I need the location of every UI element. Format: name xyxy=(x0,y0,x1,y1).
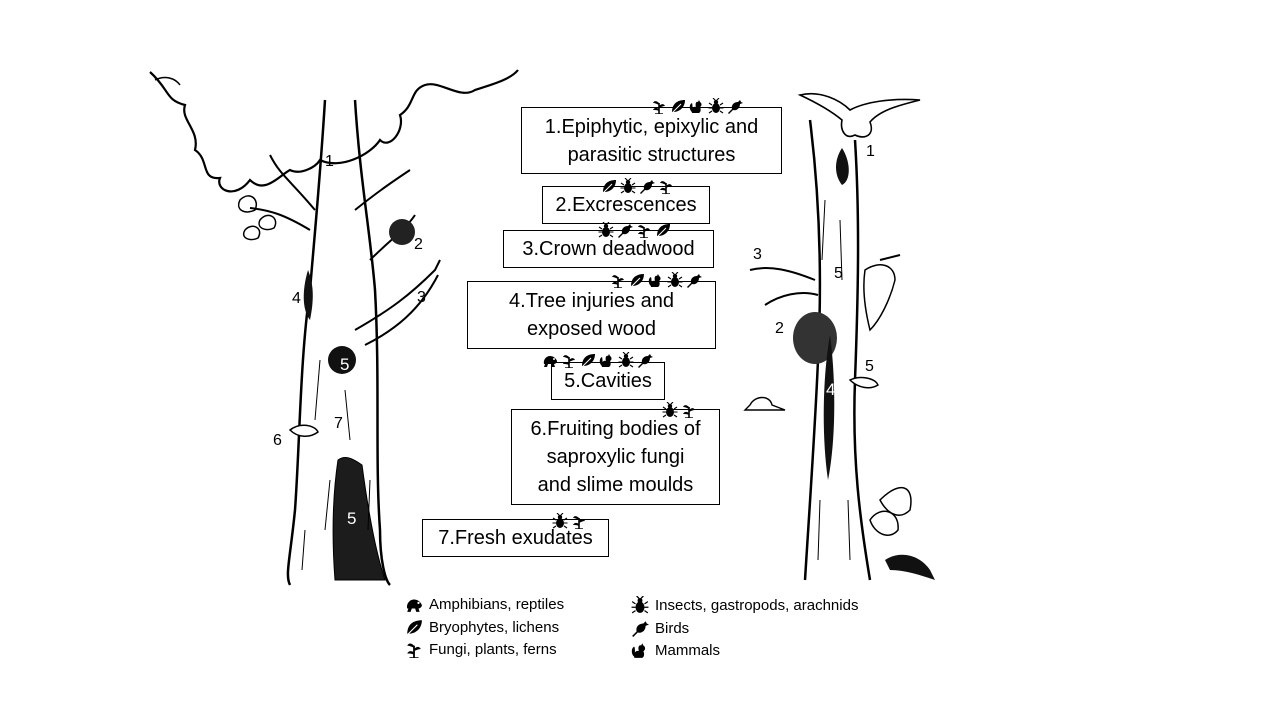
fungi-plant-icon xyxy=(658,178,674,194)
leaf-icon xyxy=(655,222,671,238)
insect-icon xyxy=(618,352,634,368)
insect-icon xyxy=(620,178,636,194)
insect-icon xyxy=(708,98,724,114)
amphibian-icon xyxy=(405,595,423,613)
category-box-1: 1.Epiphytic, epixylic and parasitic stru… xyxy=(521,107,782,174)
fungi-plant-icon xyxy=(636,222,652,238)
left-tree-label-4: 4 xyxy=(292,290,301,307)
fungi-plant-icon xyxy=(405,640,423,658)
icons-row-1 xyxy=(651,98,743,114)
left-tree-label-7: 7 xyxy=(334,415,343,432)
category-box-2: 2.Excrescences xyxy=(542,186,710,224)
bird-icon xyxy=(727,98,743,114)
leaf-icon xyxy=(405,618,423,636)
category-label-4: 4.Tree injuries and exposed wood xyxy=(509,290,674,340)
bird-icon xyxy=(639,178,655,194)
insect-icon xyxy=(667,272,683,288)
insect-icon xyxy=(552,513,568,529)
fungi-plant-icon xyxy=(681,402,697,418)
legend-amphibians: Amphibians, reptiles xyxy=(405,595,564,613)
legend-insects: Insects, gastropods, arachnids xyxy=(631,596,858,614)
left-tree-label-3: 3 xyxy=(417,289,426,306)
mammal-icon xyxy=(689,98,705,114)
category-label-6: 6.Fruiting bodies of saproxylic fungi an… xyxy=(530,418,701,496)
bird-icon xyxy=(617,222,633,238)
icons-row-2 xyxy=(601,178,674,194)
leaf-icon xyxy=(670,98,686,114)
bird-icon xyxy=(631,619,649,637)
insect-icon xyxy=(598,222,614,238)
bird-icon xyxy=(637,352,653,368)
icons-row-3 xyxy=(598,222,671,238)
fungi-plant-icon xyxy=(561,352,577,368)
legend-insects-label: Insects, gastropods, arachnids xyxy=(655,596,859,614)
right-tree-label-5-upper: 5 xyxy=(834,265,843,282)
leaf-icon xyxy=(580,352,596,368)
category-label-3: 3.Crown deadwood xyxy=(522,238,695,260)
right-tree-label-4: 4 xyxy=(826,380,836,399)
insect-icon xyxy=(662,402,678,418)
amphibian-icon xyxy=(542,352,558,368)
category-box-3: 3.Crown deadwood xyxy=(503,230,714,268)
category-box-6: 6.Fruiting bodies of saproxylic fungi an… xyxy=(511,409,720,505)
icons-row-7 xyxy=(552,513,587,529)
category-label-2: 2.Excrescences xyxy=(555,194,697,216)
fungi-plant-icon xyxy=(651,98,667,114)
legend-mammals-label: Mammals xyxy=(655,641,721,659)
legend-birds-label: Birds xyxy=(655,619,690,637)
left-tree-label-2: 2 xyxy=(414,236,423,253)
icons-row-4 xyxy=(610,272,702,288)
leaf-icon xyxy=(629,272,645,288)
leaf-icon xyxy=(601,178,617,194)
icons-row-6 xyxy=(662,402,697,418)
legend-bryophytes: Bryophytes, lichens xyxy=(405,618,559,636)
left-tree-label-6: 6 xyxy=(273,432,282,449)
insect-icon xyxy=(631,596,649,614)
left-tree-illustration xyxy=(149,69,519,586)
left-tree-label-1: 1 xyxy=(325,153,334,170)
legend-fungi-label: Fungi, plants, ferns xyxy=(429,640,557,658)
category-box-4: 4.Tree injuries and exposed wood xyxy=(467,281,716,349)
category-label-7: 7.Fresh exudates xyxy=(438,527,593,549)
fungi-plant-icon xyxy=(571,513,587,529)
legend-mammals: Mammals xyxy=(631,641,720,659)
category-label-1: 1.Epiphytic, epixylic and parasitic stru… xyxy=(544,115,759,166)
mammal-icon xyxy=(631,641,649,659)
left-tree-label-5-lower: 5 xyxy=(347,509,357,528)
legend-fungi: Fungi, plants, ferns xyxy=(405,640,557,658)
left-tree-label-5-upper: 5 xyxy=(340,355,350,374)
right-tree-label-2: 2 xyxy=(775,320,784,337)
icons-row-5 xyxy=(542,352,653,368)
legend-amphibians-label: Amphibians, reptiles xyxy=(429,595,565,613)
right-tree-illustration xyxy=(743,92,935,581)
right-tree-label-5-lower: 5 xyxy=(865,358,874,375)
mammal-icon xyxy=(599,352,615,368)
mammal-icon xyxy=(648,272,664,288)
bird-icon xyxy=(686,272,702,288)
fungi-plant-icon xyxy=(610,272,626,288)
legend-bryophytes-label: Bryophytes, lichens xyxy=(429,618,560,636)
legend-birds: Birds xyxy=(631,619,689,637)
category-label-5: 5.Cavities xyxy=(564,370,652,392)
right-tree-label-3: 3 xyxy=(753,246,762,263)
right-tree-label-1: 1 xyxy=(866,143,875,160)
